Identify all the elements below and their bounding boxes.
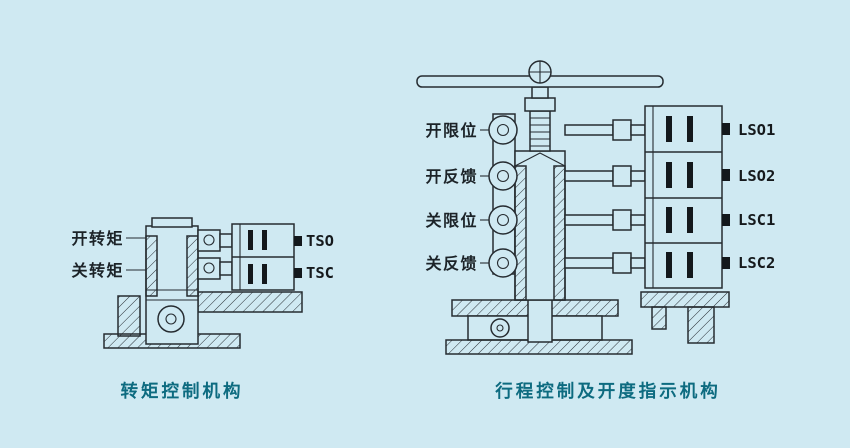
base-shelf	[197, 291, 303, 313]
switch-label-lsc1: LSC1	[738, 211, 775, 229]
travel-switch-block	[644, 105, 730, 289]
switch-contact-bar	[666, 207, 672, 233]
switch-contact-bar	[687, 162, 693, 188]
label-open-feedback: 开反馈	[425, 167, 478, 186]
cam-ring	[488, 161, 518, 191]
terminal-tab	[722, 169, 730, 181]
cam-roller-circle	[203, 234, 215, 246]
label-open-torque: 开转矩	[71, 229, 124, 248]
bearing-inner-circle	[165, 313, 177, 325]
bearing-circle	[157, 305, 185, 333]
label-close-limit: 关限位	[425, 211, 478, 230]
stem-neck	[531, 86, 549, 99]
column-hatch-right	[553, 165, 566, 301]
switch-contact-bar	[666, 116, 672, 142]
threaded-rod	[529, 110, 551, 152]
switch-contact-bar	[687, 207, 693, 233]
column-hatch-right	[186, 235, 199, 297]
label-close-feedback: 关反馈	[425, 254, 478, 273]
block-base-band	[640, 291, 730, 308]
terminal-tab	[294, 268, 302, 278]
torque-mechanism-caption: 转矩控制机构	[121, 381, 244, 401]
travel-mechanism-diagram: 开限位 开反馈 关限位 关反馈 LSO1 LSO2 LSC1 LSC2 行程控制…	[416, 60, 775, 401]
base-bearing-circle	[490, 318, 510, 338]
switch-contact-bar	[687, 116, 693, 142]
cam-roller-circle	[203, 262, 215, 274]
label-close-torque: 关转矩	[71, 261, 124, 280]
cam-ring	[488, 115, 518, 145]
travel-cam-rings	[488, 115, 518, 278]
travel-base	[445, 291, 730, 355]
torque-cam-rollers	[197, 229, 233, 280]
travel-shaft-column	[514, 150, 566, 301]
torque-switch-block	[231, 223, 302, 291]
switch-contact-bar	[666, 162, 672, 188]
base-riser	[117, 295, 141, 337]
column-cap	[151, 217, 193, 228]
terminal-tab	[722, 257, 730, 269]
cam-ring	[488, 205, 518, 235]
block-leg	[651, 306, 667, 330]
torque-base	[103, 291, 303, 349]
switch-contact-bar	[248, 230, 253, 250]
switch-label-lso2: LSO2	[738, 167, 775, 185]
switch-label-lsc2: LSC2	[738, 254, 775, 272]
torque-column	[145, 217, 199, 345]
switch-contact-bar	[687, 252, 693, 278]
switch-contact-bar	[262, 230, 267, 250]
terminal-tab	[294, 236, 302, 246]
switch-contact-bar	[666, 252, 672, 278]
column-hatch-left	[514, 165, 527, 301]
torque-mechanism-diagram: 开转矩 关转矩 TSO TSC 转矩控制机构	[71, 217, 334, 401]
shaft-extension	[527, 299, 553, 343]
switch-block-body	[644, 105, 723, 289]
handwheel-icon	[416, 60, 664, 88]
terminal-tab	[722, 123, 730, 135]
cam-ring	[488, 248, 518, 278]
switch-label-tsc: TSC	[306, 264, 334, 282]
column-hatch-left	[145, 235, 158, 297]
switch-contact-bar	[262, 264, 267, 284]
terminal-tab	[722, 214, 730, 226]
switch-contact-bar	[248, 264, 253, 284]
switch-label-tso: TSO	[306, 232, 334, 250]
travel-mechanism-caption: 行程控制及开度指示机构	[494, 381, 721, 401]
block-leg	[687, 306, 715, 344]
label-open-limit: 开限位	[425, 121, 478, 140]
switch-label-lso1: LSO1	[738, 121, 775, 139]
switch-drive-rods	[564, 119, 646, 274]
stem-nut	[524, 97, 556, 112]
screw-stem	[524, 86, 556, 152]
